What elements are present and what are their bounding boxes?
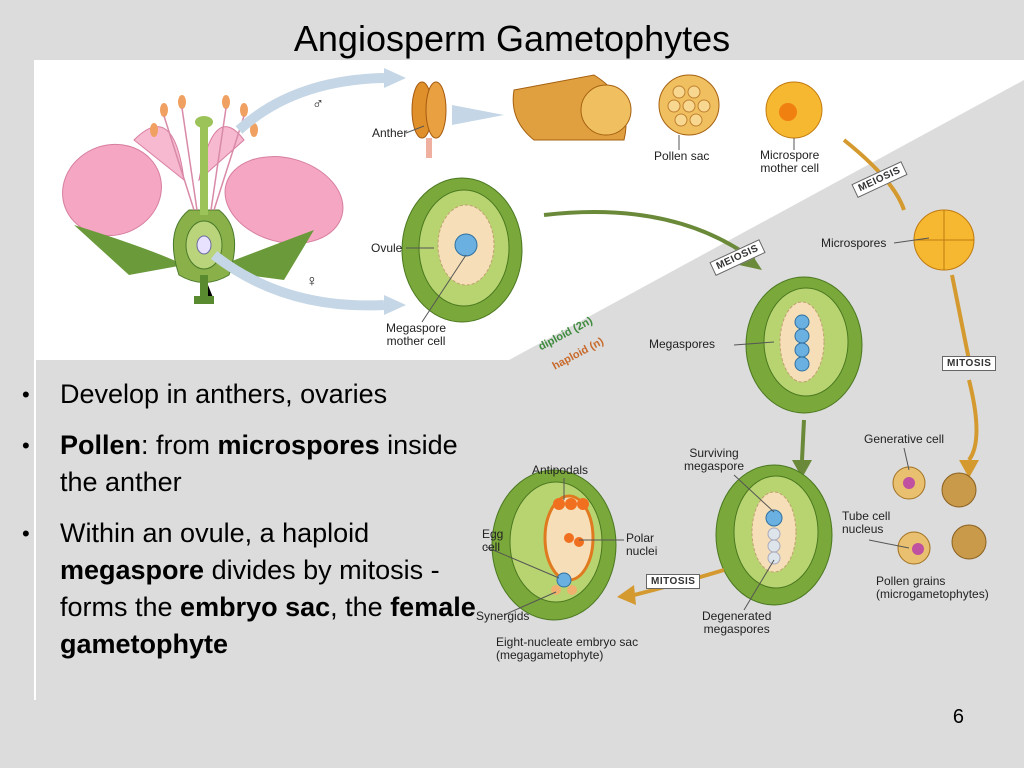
bullet-text: female gametophyte xyxy=(60,592,476,659)
stamp-mitosis-bottom: MITOSIS xyxy=(646,574,701,589)
bullet-text: : from xyxy=(141,430,218,460)
male-symbol-icon: ♂ xyxy=(312,96,324,113)
bullet-dot-icon: • xyxy=(22,433,30,458)
embryo-sac-illustration xyxy=(491,469,617,621)
bullet-dot-icon: • xyxy=(22,521,30,546)
figure-artwork xyxy=(34,60,1024,621)
arrow-ovule-to-megaspores xyxy=(543,210,756,262)
bullet-text: Develop in anthers, ovaries xyxy=(60,379,388,409)
page-number: 6 xyxy=(952,706,964,728)
gametophyte-figure: Anther Pollen sac Microspore mother cell… xyxy=(34,60,1024,700)
female-symbol-icon: ♀ xyxy=(306,273,318,290)
arrow-to-anther xyxy=(235,73,385,134)
label-pollen-grains: Pollen grains (microgametophytes) xyxy=(876,574,989,601)
arrow-to-ovule xyxy=(210,251,385,311)
bullet-list: • Develop in anthers, ovaries • Pollen: fro… xyxy=(22,360,476,700)
bullet-text: Within an ovule, a haploid xyxy=(60,518,370,548)
microspore-mother-cell-illustration xyxy=(765,81,823,139)
bullet-items: • Develop in anthers, ovaries • Pollen: fro… xyxy=(22,376,476,663)
bullet-text: divides by mitosis - forms the xyxy=(60,555,440,622)
bullet-item: • Pollen: from microspores inside the ant… xyxy=(22,427,476,501)
stamp-mitosis-right: MITOSIS xyxy=(942,356,997,371)
bullet-dot-icon: • xyxy=(22,382,30,407)
label-synergids: Synergids xyxy=(476,609,530,623)
bullet-text: megaspore xyxy=(60,555,205,585)
label-ovule: Ovule xyxy=(371,241,403,255)
label-megaspore-mother-cell: Megaspore mother cell xyxy=(386,321,447,348)
bullet-text: embryo sac xyxy=(180,592,331,622)
anther-illustration xyxy=(411,81,447,158)
label-tube-cell-nucleus: Tube cell nucleus xyxy=(842,509,891,536)
label-surviving-megaspore: Surviving megaspore xyxy=(684,446,745,473)
bullet-text: , the xyxy=(330,592,391,622)
label-microspores: Microspores xyxy=(821,236,887,250)
label-pollen-sac: Pollen sac xyxy=(654,149,710,163)
bullet-item: • Develop in anthers, ovaries xyxy=(22,376,476,413)
bullet-text: Pollen xyxy=(60,430,142,460)
label-egg-cell: Egg cell xyxy=(482,527,504,554)
slide-title: Angiosperm Gametophytes xyxy=(293,18,731,59)
label-degenerated-megaspores: Degenerated megaspores xyxy=(702,609,772,636)
megaspores-illustration xyxy=(745,276,863,414)
ovule-illustration xyxy=(401,177,523,323)
surviving-megaspore-illustration xyxy=(715,464,833,606)
pollen-grains-illustration xyxy=(892,466,987,565)
bullet-text: inside the anther xyxy=(60,430,458,497)
pollen-sac-illustration xyxy=(512,74,720,141)
label-embryo-sac: Eight-nucleate embryo sac (megagametophy… xyxy=(496,635,639,662)
label-polar-nuclei: Polar nuclei xyxy=(626,531,658,558)
bullet-item: • Within an ovule, a haploid megaspore di… xyxy=(22,515,476,663)
label-anther: Anther xyxy=(372,126,408,140)
diploid-region xyxy=(34,60,1024,360)
label-megaspores: Megaspores xyxy=(649,337,716,351)
label-microspore-mother-cell: Microspore mother cell xyxy=(760,148,820,175)
bullet-text: microspores xyxy=(217,430,380,460)
label-generative-cell: Generative cell xyxy=(864,432,945,446)
label-antipodals: Antipodals xyxy=(532,463,589,477)
microspores-illustration xyxy=(913,209,975,271)
